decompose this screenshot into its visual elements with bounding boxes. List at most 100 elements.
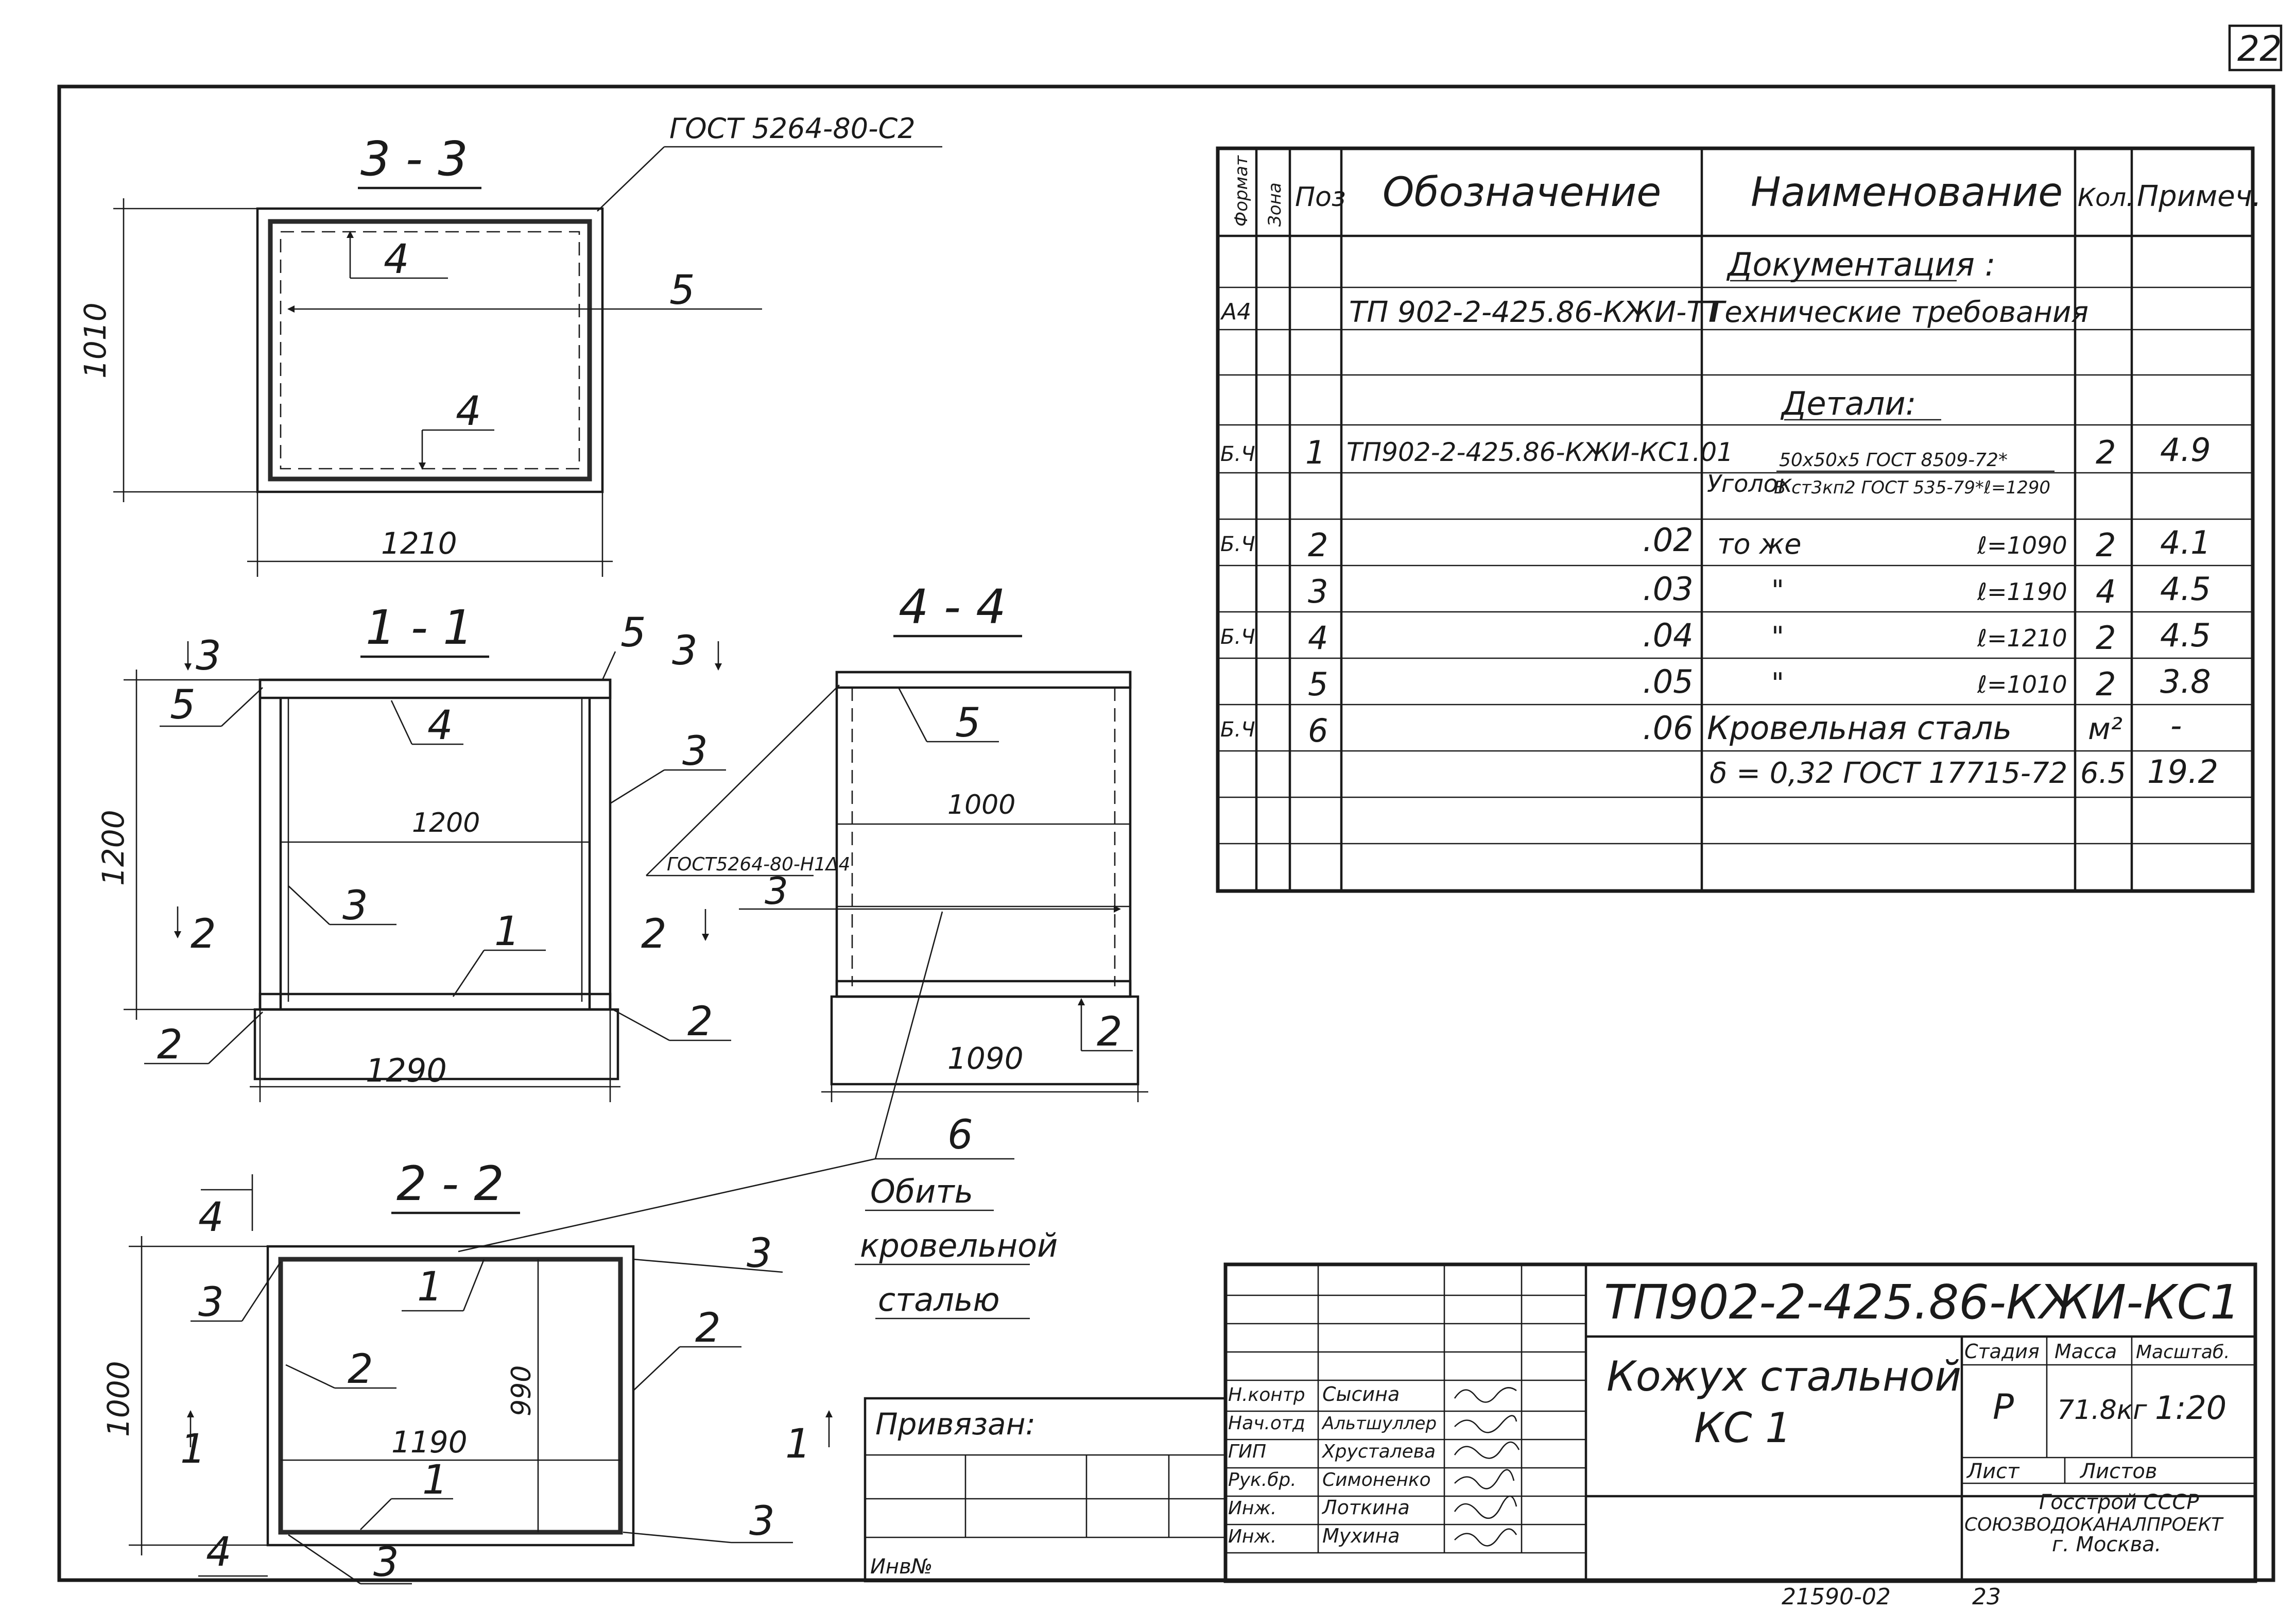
box-body — [835, 671, 1132, 998]
base-plinth — [830, 995, 1140, 1086]
person: Мухина — [1322, 1525, 1400, 1547]
callout: 2 — [157, 1022, 183, 1068]
sheets-label: Листов — [2079, 1460, 2157, 1483]
callout: 3 — [749, 1498, 775, 1545]
dim-inner-height: 990 — [506, 1365, 537, 1416]
col-header-designation: Обозначение — [1383, 169, 1661, 216]
ugolok-spec-top: 50х50х5 ГОСТ 8509-72* — [1779, 450, 2008, 471]
row-format: Б.Ч — [1220, 442, 1255, 466]
section-title: 2 - 2 — [396, 1156, 504, 1211]
roof-steel-note: 19.2 — [2147, 753, 2218, 791]
person: Сысина — [1322, 1383, 1400, 1406]
row-name: " — [1771, 574, 1784, 607]
title-block: ТП902-2-425.86-КЖИ-КС1 Кожух стальной КС… — [1223, 1262, 2257, 1583]
row-pos: 3 — [1308, 573, 1328, 610]
dim-width: 1290 — [366, 1052, 447, 1089]
row-note: - — [2170, 707, 2182, 744]
row-format: Б.Ч — [1220, 718, 1255, 742]
row-designation: ТП902-2-425.86-КЖИ-КС1.01 — [1346, 437, 1733, 467]
org-line3: г. Москва. — [2052, 1533, 2161, 1556]
col-header-pos: Поз — [1295, 182, 1346, 213]
row-qty: 4 — [2096, 573, 2116, 610]
signature — [1454, 1441, 1520, 1459]
row-pos: 6 — [1308, 712, 1328, 749]
org-line2: СОЮЗВОДОКАНАЛПРОЕКТ — [1964, 1514, 2224, 1535]
mass-label: Масса — [2055, 1340, 2117, 1363]
attached-label: Привязан: — [875, 1407, 1035, 1442]
person: Хрусталева — [1321, 1441, 1436, 1462]
cut-mark: 3 — [672, 628, 698, 674]
cut-mark: 4 — [198, 1194, 224, 1241]
section-title: 4 - 4 — [899, 579, 1006, 635]
row-qty: 2 — [2096, 619, 2116, 657]
row-name: " — [1771, 667, 1784, 699]
section-title: 1 - 1 — [366, 600, 473, 655]
mass-value: 71.8кг — [2057, 1395, 2147, 1426]
title-line2: КС 1 — [1694, 1404, 1791, 1452]
row-length: ℓ=1190 — [1977, 578, 2067, 606]
person: Альтшуллер — [1321, 1413, 1437, 1434]
dim-width: 1210 — [381, 526, 457, 561]
frame-outer — [256, 207, 604, 493]
note-line: сталью — [878, 1281, 1000, 1318]
scale-label: Масштаб. — [2136, 1342, 2230, 1363]
row-length: ℓ=1010 — [1977, 671, 2067, 698]
stage-label: Стадия — [1964, 1340, 2040, 1363]
person: Симоненко — [1322, 1469, 1431, 1491]
callout: 1 — [417, 1264, 443, 1310]
row-length: ℓ=1210 — [1977, 624, 2067, 652]
callout: 4 — [427, 703, 453, 749]
footer-number: 21590-02 — [1782, 1584, 1891, 1610]
callout: 5 — [669, 267, 695, 314]
base-plinth — [253, 1008, 619, 1081]
row-qty: 2 — [2096, 665, 2116, 703]
row-format: Б.Ч — [1220, 533, 1255, 556]
row-pos: 4 — [1308, 619, 1328, 657]
section-docs: Документация : — [1726, 246, 1995, 283]
dim-height: 1000 — [101, 1361, 136, 1437]
person: Лоткина — [1321, 1496, 1410, 1519]
signature — [1454, 1495, 1517, 1519]
row-note: 4.5 — [2160, 616, 2211, 654]
col-header-name: Наименование — [1751, 169, 2063, 216]
roof-steel-qty: 6.5 — [2080, 757, 2126, 790]
signature — [1454, 1469, 1515, 1489]
row-note: 3.8 — [2160, 663, 2211, 700]
callout: 3 — [765, 869, 788, 913]
stage-value: Р — [1993, 1387, 2014, 1428]
cut-mark: 1 — [180, 1426, 206, 1472]
callout: 3 — [198, 1279, 224, 1326]
footer-page: 23 — [1972, 1584, 2001, 1610]
weld-note: ГОСТ5264-80-Н1Δ4 — [667, 854, 850, 875]
dim-width: 1090 — [947, 1041, 1024, 1076]
callout: 2 — [1097, 1009, 1123, 1055]
dim-inner: 1200 — [412, 808, 480, 838]
note-line: кровельной — [860, 1227, 1058, 1264]
frame-inner — [268, 219, 592, 482]
callout: 4 — [456, 388, 481, 435]
title-line1: Кожух стальной — [1607, 1352, 1961, 1400]
row-pos: 5 — [1308, 665, 1328, 703]
cut-mark: 2 — [641, 911, 667, 957]
cut-mark: 4 — [206, 1529, 232, 1575]
row-designation: ТП 902-2-425.86-КЖИ-ТТ — [1349, 296, 1724, 329]
drawing-code: ТП902-2-425.86-КЖИ-КС1 — [1604, 1275, 2240, 1330]
cut-mark: 2 — [191, 911, 216, 957]
role: Н.контр — [1228, 1384, 1305, 1406]
row-format: Б.Ч — [1220, 625, 1255, 649]
row-format: А4 — [1220, 299, 1251, 325]
role: Рук.бр. — [1228, 1469, 1297, 1491]
col-header-note: Примеч. — [2137, 180, 2262, 213]
callout: 2 — [687, 999, 713, 1045]
attached-block: Привязан: Инв№ — [864, 1397, 1227, 1583]
sheet-label: Лист — [1966, 1460, 2020, 1483]
scale-value: 1:20 — [2155, 1389, 2226, 1427]
cut-mark: 3 — [196, 633, 221, 679]
callout: 5 — [955, 700, 981, 746]
callout: 1 — [422, 1457, 448, 1503]
callout: 3 — [373, 1539, 399, 1586]
frame-outer — [266, 1245, 635, 1547]
callout: 1 — [494, 909, 520, 955]
signature — [1454, 1387, 1517, 1403]
